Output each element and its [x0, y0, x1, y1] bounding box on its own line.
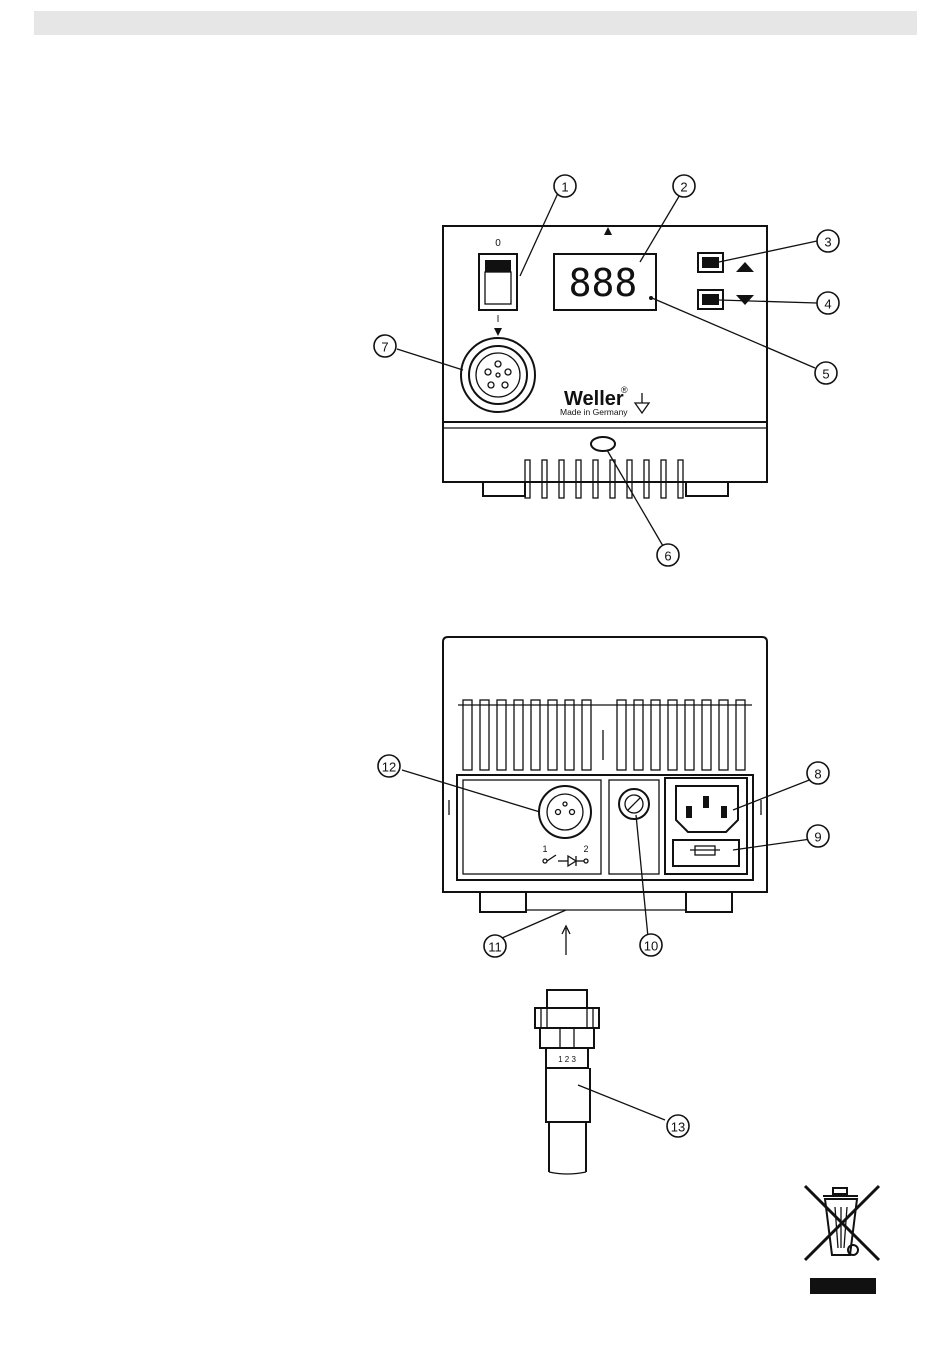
weee-bin-icon: [805, 1186, 879, 1294]
ground-icon: [635, 393, 649, 413]
switch-diode-symbol: 1 2: [542, 844, 588, 866]
triangle-up-icon: [736, 262, 754, 272]
callout-2: 2: [673, 175, 695, 197]
power-switch-rocker: [485, 260, 511, 272]
svg-text:4: 4: [824, 297, 831, 312]
voltage-selector: [619, 789, 649, 819]
svg-text:9: 9: [814, 830, 821, 845]
switch-on-label: I: [497, 314, 500, 325]
callout-3: 3: [817, 230, 839, 252]
svg-text:6: 6: [664, 549, 671, 564]
arrow-down-icon: [494, 328, 502, 336]
callout-8: 8: [807, 762, 829, 784]
leader-lines: [397, 193, 818, 1120]
cooling-fins: [463, 700, 745, 770]
base-housing: [443, 422, 767, 482]
rear-foot-right: [686, 892, 732, 912]
callout-11: 11: [484, 935, 506, 957]
fuse-drawer: [673, 840, 739, 866]
display-digits: 888: [569, 261, 638, 305]
callout-7: 7: [374, 335, 396, 357]
switch-off-label: 0: [495, 238, 501, 249]
vent-slots: [525, 460, 683, 498]
svg-text:11: 11: [488, 940, 502, 955]
svg-text:7: 7: [381, 340, 388, 355]
front-view: 0 I 888 Weller ® M: [443, 226, 767, 498]
registered-mark: ®: [621, 385, 628, 395]
callout-1: 1: [554, 175, 576, 197]
svg-text:8: 8: [814, 767, 821, 782]
mains-inlet: [676, 786, 738, 832]
mains-module: [665, 778, 747, 874]
pin-label-2: 2: [583, 844, 588, 854]
rear-view: 1 2: [443, 637, 767, 955]
callout-5: 5: [815, 362, 837, 384]
switching-socket: [539, 786, 591, 838]
svg-text:13: 13: [671, 1120, 685, 1135]
foot-right: [686, 482, 728, 496]
iron-socket: [461, 338, 535, 412]
callout-13: 13: [667, 1115, 689, 1137]
svg-text:5: 5: [822, 367, 829, 382]
callout-10: 10: [640, 934, 662, 956]
svg-text:12: 12: [382, 760, 396, 775]
equipotential-socket: [591, 437, 615, 451]
svg-text:1: 1: [561, 180, 568, 195]
rear-panel: [457, 775, 753, 880]
plug-pin-labels: 1 2 3: [558, 1055, 576, 1064]
foot-left: [483, 482, 525, 496]
svg-text:10: 10: [644, 939, 658, 954]
pin-label-1: 1: [542, 844, 547, 854]
svg-text:2: 2: [680, 180, 687, 195]
callout-12: 12: [378, 755, 400, 777]
made-in-label: Made in Germany: [560, 407, 628, 417]
svg-text:3: 3: [824, 235, 831, 250]
weee-bar: [810, 1278, 876, 1294]
rear-foot-left: [480, 892, 526, 912]
esd-warning-icon: [604, 227, 612, 235]
callout-6: 6: [657, 544, 679, 566]
callout-4: 4: [817, 292, 839, 314]
connector-plug: 1 2 3: [535, 990, 599, 1174]
callout-9: 9: [807, 825, 829, 847]
